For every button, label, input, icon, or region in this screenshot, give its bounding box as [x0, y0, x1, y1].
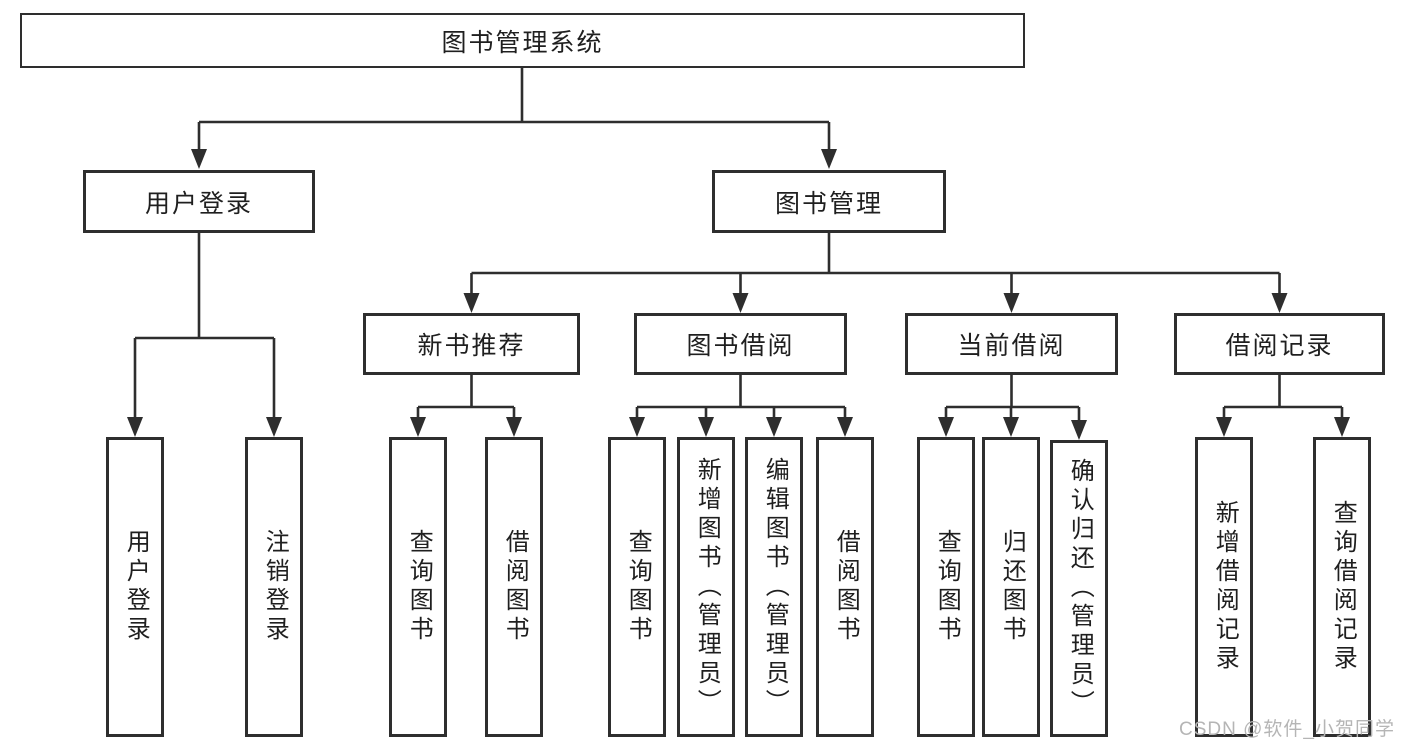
leaf-add-book-admin: 新增图书（管理员）	[677, 437, 735, 737]
leaf-label: 确认归还（管理员）	[1066, 458, 1094, 719]
leaf-logout: 注销登录	[245, 437, 303, 737]
node-current-borrowing: 当前借阅	[905, 313, 1118, 375]
leaf-return-book: 归还图书	[982, 437, 1040, 737]
leaf-label: 查询图书	[933, 529, 961, 645]
leaf-label: 查询图书	[405, 529, 433, 645]
leaf-add-borrow-record: 新增借阅记录	[1195, 437, 1253, 737]
leaf-user-login: 用户登录	[106, 437, 164, 737]
leaf-query-borrow-record: 查询借阅记录	[1313, 437, 1371, 737]
leaf-recommend-borrow-books: 借阅图书	[485, 437, 543, 737]
node-book-borrowing: 图书借阅	[634, 313, 847, 375]
leaf-edit-book-admin: 编辑图书（管理员）	[745, 437, 803, 737]
leaf-borrowing-borrow-books: 借阅图书	[816, 437, 874, 737]
leaf-current-query-books: 查询图书	[917, 437, 975, 737]
node-root: 图书管理系统	[20, 13, 1025, 68]
leaf-borrowing-query-books: 查询图书	[608, 437, 666, 737]
leaf-label: 查询图书	[624, 529, 652, 645]
csdn-watermark: CSDN @软件_小贺同学	[1179, 719, 1395, 740]
leaf-label: 新增借阅记录	[1211, 500, 1239, 674]
leaf-label: 借阅图书	[501, 529, 529, 645]
leaf-label: 新增图书（管理员）	[693, 456, 721, 718]
leaf-confirm-return-admin: 确认归还（管理员）	[1050, 440, 1108, 737]
node-user-login: 用户登录	[83, 170, 315, 233]
leaf-label: 注销登录	[261, 529, 289, 645]
tree-edges	[133, 68, 1344, 421]
leaf-label: 用户登录	[122, 529, 150, 645]
node-borrowing-records: 借阅记录	[1174, 313, 1385, 375]
leaf-recommend-query-books: 查询图书	[389, 437, 447, 737]
node-new-book-recommendation: 新书推荐	[363, 313, 580, 375]
leaf-label: 借阅图书	[832, 529, 860, 645]
arrowhead-icons	[127, 149, 1350, 440]
leaf-label: 归还图书	[998, 529, 1026, 645]
leaf-label: 查询借阅记录	[1329, 500, 1357, 674]
leaf-label: 编辑图书（管理员）	[761, 456, 789, 718]
node-book-management: 图书管理	[712, 170, 946, 233]
